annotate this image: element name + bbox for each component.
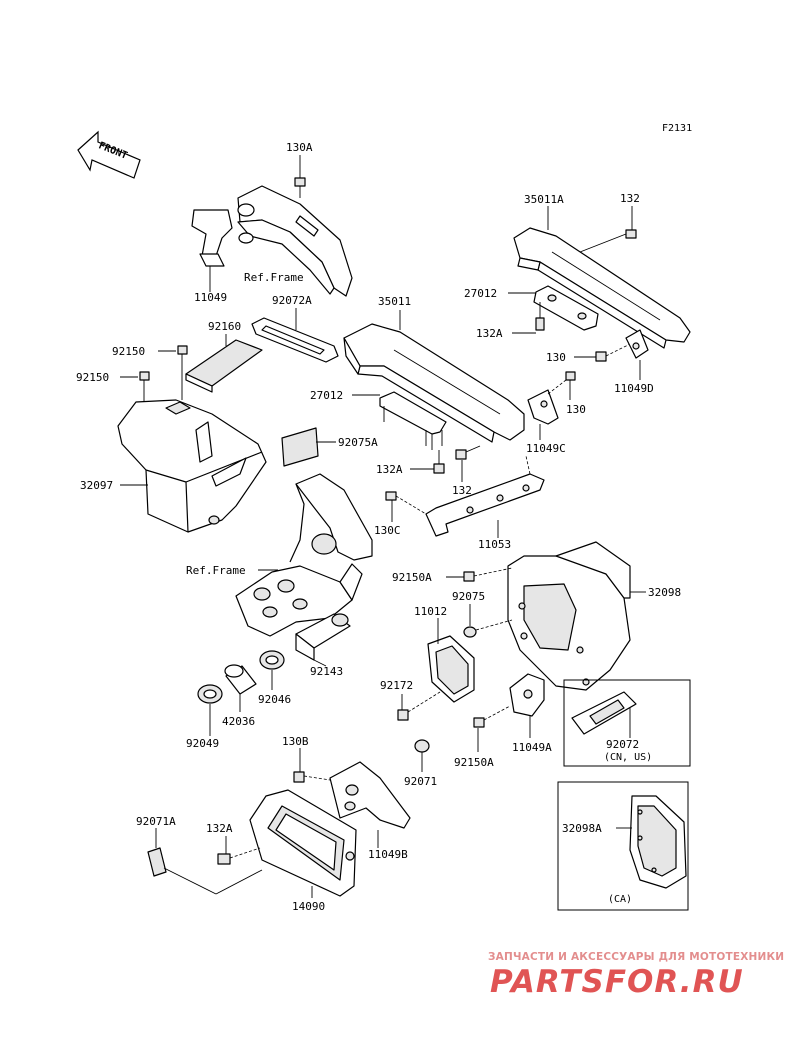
label-32098A-region: (CA) <box>608 894 632 905</box>
front-arrow-icon: FRONT <box>77 130 141 179</box>
seal-92049 <box>197 684 223 704</box>
label-92072A: 92072A <box>272 294 312 307</box>
label-130A-top: 130A <box>286 141 313 154</box>
label-132A-b: 132A <box>376 463 403 476</box>
pad-92160 <box>185 339 263 393</box>
bracket-11049C <box>527 379 567 425</box>
bolt-130-a <box>595 343 631 362</box>
label-92072-region: (CN, US) <box>604 752 652 763</box>
label-11049D: 11049D <box>614 382 654 395</box>
bolt-130A-top <box>294 177 306 198</box>
label-92075A: 92075A <box>338 436 378 449</box>
label-132-top: 132 <box>620 192 640 205</box>
bolt-92172 <box>397 691 441 721</box>
inset-box-32098A <box>557 781 689 911</box>
bolt-130C <box>385 491 427 515</box>
rubber-pad-92072A <box>251 317 339 363</box>
watermark-site: PARTSFOR.RU <box>490 964 744 1000</box>
label-92046: 92046 <box>258 693 291 706</box>
label-92072: 92072 <box>606 738 639 751</box>
cover-32098A <box>629 795 687 889</box>
bracket-11053 <box>425 455 545 537</box>
label-42036: 42036 <box>222 715 255 728</box>
battery-case-32097 <box>117 399 267 533</box>
grommet-92071A <box>147 847 167 877</box>
grommet-92071 <box>414 739 430 753</box>
label-132A-c: 132A <box>206 822 233 835</box>
bolt-92150A-b <box>473 705 511 728</box>
label-130C: 130C <box>374 524 401 537</box>
label-11049C: 11049C <box>526 442 566 455</box>
label-11012: 11012 <box>414 605 447 618</box>
bolt-92150A-a <box>463 567 513 582</box>
label-132A-a: 132A <box>476 327 503 340</box>
bearing-92046 <box>259 650 285 670</box>
label-130-a: 130 <box>546 351 566 364</box>
collar-42036 <box>224 664 257 695</box>
label-92150A-b: 92150A <box>454 756 494 769</box>
swingarm-frame <box>235 473 373 637</box>
figure-code: F2131 <box>662 123 692 134</box>
collar-92143 <box>295 613 351 661</box>
label-11049: 11049 <box>194 291 227 304</box>
label-92150-b: 92150 <box>76 371 109 384</box>
label-11049B: 11049B <box>368 848 408 861</box>
watermark-tagline: ЗАПЧАСТИ И АКСЕССУАРЫ ДЛЯ МОТОТЕХНИКИ <box>488 951 784 963</box>
guard-14090 <box>249 789 357 897</box>
label-32098A: 32098A <box>562 822 602 835</box>
label-32098: 32098 <box>648 586 681 599</box>
bolt-130-b <box>565 371 576 381</box>
grommet-92075 <box>463 619 513 638</box>
label-130-b: 130 <box>566 403 586 416</box>
bracket-11049B <box>329 761 411 829</box>
label-92071: 92071 <box>404 775 437 788</box>
label-32097: 32097 <box>80 479 113 492</box>
label-92143: 92143 <box>310 665 343 678</box>
bracket-27012-b <box>379 391 447 450</box>
label-92160: 92160 <box>208 320 241 333</box>
bolt-132A-c <box>217 847 261 865</box>
label-11049A: 11049A <box>512 741 552 754</box>
label-92071A: 92071A <box>136 815 176 828</box>
label-92150-a: 92150 <box>112 345 145 358</box>
cover-32098 <box>507 541 631 691</box>
label-92049: 92049 <box>186 737 219 750</box>
label-35011: 35011 <box>378 295 411 308</box>
bracket-27012-a <box>533 285 599 331</box>
bracket-11049A <box>509 673 545 717</box>
bolt-132-mid <box>455 445 481 460</box>
bolt-92150-a <box>177 345 188 400</box>
label-ref-frame-top: Ref.Frame <box>244 271 304 284</box>
pad-92072 <box>571 691 637 735</box>
label-ref-frame-mid: Ref.Frame <box>186 564 246 577</box>
bracket-11049D <box>625 329 649 359</box>
bolt-132-top <box>579 229 637 253</box>
label-27012-a: 27012 <box>464 287 497 300</box>
bolt-132A-b <box>433 450 445 474</box>
bolt-132A-a <box>535 302 545 331</box>
frame-bracket-top <box>191 185 353 297</box>
chain-cover-35011 <box>343 323 525 443</box>
pad-92075A <box>281 427 319 467</box>
inset-box-92072 <box>563 679 691 767</box>
label-130B: 130B <box>282 735 309 748</box>
label-27012-b: 27012 <box>310 389 343 402</box>
filter-11012 <box>427 635 475 703</box>
chain-cover-35011A <box>513 227 691 349</box>
bolt-130B <box>293 771 331 783</box>
label-92150A-a: 92150A <box>392 571 432 584</box>
label-11053: 11053 <box>478 538 511 551</box>
label-14090: 14090 <box>292 900 325 913</box>
label-35011A: 35011A <box>524 193 564 206</box>
label-132-mid: 132 <box>452 484 472 497</box>
label-92075: 92075 <box>452 590 485 603</box>
label-92172: 92172 <box>380 679 413 692</box>
